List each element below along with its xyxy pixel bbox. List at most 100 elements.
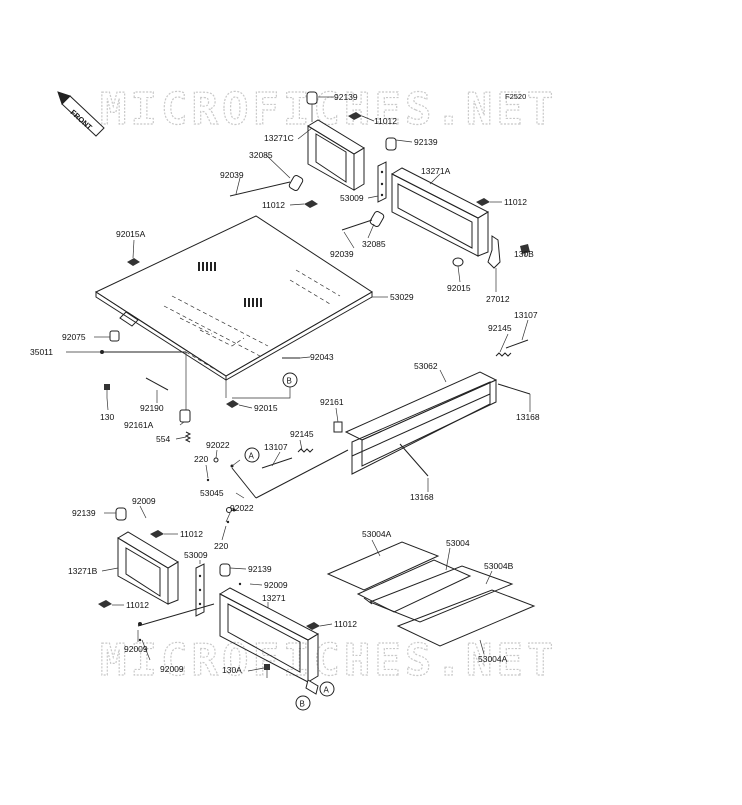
bumper-icon: [333, 421, 343, 433]
label-32085: 32085: [249, 150, 273, 160]
nut-icon: [150, 530, 164, 538]
label-27012: 27012: [486, 294, 510, 304]
latch-icon: [229, 175, 304, 197]
label-53004b: 53004B: [484, 561, 514, 571]
bolt-13168: [399, 443, 429, 477]
knob-icon: [385, 137, 397, 151]
label-130b: 130B: [514, 249, 534, 259]
label-53009: 53009: [340, 193, 364, 203]
tailgate-53062: [344, 371, 498, 475]
bolt-130a: [264, 664, 270, 678]
bolt-13168: [497, 383, 531, 395]
label-92039: 92039: [330, 249, 354, 259]
label-92009: 92009: [160, 664, 184, 674]
label-11012: 11012: [262, 200, 285, 210]
nut-icon: [127, 258, 140, 266]
label-53045: 53045: [200, 488, 224, 498]
nut-icon: [476, 198, 490, 206]
washer-icon: [226, 507, 232, 513]
latch-icon: [341, 211, 385, 231]
cap-icon: [109, 330, 120, 342]
label-92075: 92075: [62, 332, 86, 342]
rivet-icon: [226, 520, 230, 524]
label-92039: 92039: [220, 170, 244, 180]
side-panel-13271c: [307, 119, 365, 191]
label-92009: 92009: [264, 580, 288, 590]
label-35011: 35011: [30, 347, 53, 357]
label-92145: 92145: [290, 429, 314, 439]
label-220: 220: [194, 454, 208, 464]
pin-13107: [505, 339, 529, 349]
mat-53004: [356, 559, 472, 613]
label-220: 220: [214, 541, 228, 551]
knob-icon: [219, 563, 231, 577]
label-92015: 92015: [447, 283, 471, 293]
rod-icon: [137, 603, 215, 627]
rivet-icon: [138, 638, 142, 642]
collar-icon: [452, 257, 464, 267]
watermark-bottom: MICROFICHES.NET: [100, 635, 557, 686]
side-panel-13271a: [390, 167, 490, 257]
label-92009: 92009: [132, 496, 156, 506]
pin-13107: [261, 457, 293, 469]
mat-53004a-top: [326, 541, 440, 591]
label-11012: 11012: [374, 116, 397, 126]
part-labels: 92139 11012 13271C 92139 32085 13271A 92…: [30, 92, 540, 675]
label-92009: 92009: [124, 644, 148, 654]
tube-92190: [145, 377, 169, 391]
label-13271: 13271: [262, 593, 286, 603]
label-13168: 13168: [516, 412, 540, 422]
label-92022: 92022: [206, 440, 230, 450]
nut-icon: [348, 112, 362, 120]
label-92139: 92139: [414, 137, 438, 147]
bolt-icon: [104, 384, 110, 398]
label-53009: 53009: [184, 550, 208, 560]
label-53004a: 53004A: [362, 529, 392, 539]
front-arrow-icon: FRONT: [57, 91, 105, 137]
label-13271a: 13271A: [421, 166, 451, 176]
nut-icon: [306, 622, 320, 630]
hinge-53009-top: [377, 161, 387, 203]
label-53004a: 53004A: [478, 654, 508, 664]
label-13168: 13168: [410, 492, 434, 502]
label-92161: 92161: [320, 397, 344, 407]
ref-a-top: A: [231, 447, 260, 467]
label-11012: 11012: [504, 197, 527, 207]
label-554: 554: [156, 434, 170, 444]
ref-b-bottom: B: [295, 695, 311, 711]
ref-b-top: B: [225, 372, 298, 399]
nut-icon: [98, 600, 112, 608]
hook-icon: [305, 679, 319, 695]
label-92161a: 92161A: [124, 420, 154, 430]
ref-a-bottom: A: [319, 681, 335, 697]
label-11012: 11012: [126, 600, 149, 610]
label-32085: 32085: [362, 239, 386, 249]
label-92015: 92015: [254, 403, 278, 413]
label-92043: 92043: [310, 352, 334, 362]
spring-icon: [495, 352, 512, 357]
bumper-icon: [179, 409, 191, 423]
label-13271c: 13271C: [264, 133, 294, 143]
label-130: 130: [100, 412, 114, 422]
label-53029: 53029: [390, 292, 414, 302]
nut-icon: [226, 400, 239, 408]
svg-text:B: B: [300, 700, 305, 709]
figure-code: F2520: [505, 92, 526, 101]
label-92139: 92139: [248, 564, 272, 574]
leader-lines: [66, 96, 531, 672]
label-11012: 11012: [334, 619, 357, 629]
nut-icon: [304, 200, 318, 208]
svg-text:A: A: [249, 452, 255, 461]
washer-icon: [213, 457, 219, 463]
label-92145: 92145: [488, 323, 512, 333]
watermark-top: MICROFICHES.NET: [100, 84, 557, 135]
rivet-icon: [206, 478, 210, 482]
label-13107: 13107: [264, 442, 288, 452]
mat-53004a-bottom: [396, 589, 536, 647]
label-53062: 53062: [414, 361, 438, 371]
knob-icon: [306, 91, 318, 122]
svg-text:A: A: [324, 686, 330, 695]
spring-icon: [297, 448, 314, 453]
label-92139: 92139: [334, 92, 358, 102]
